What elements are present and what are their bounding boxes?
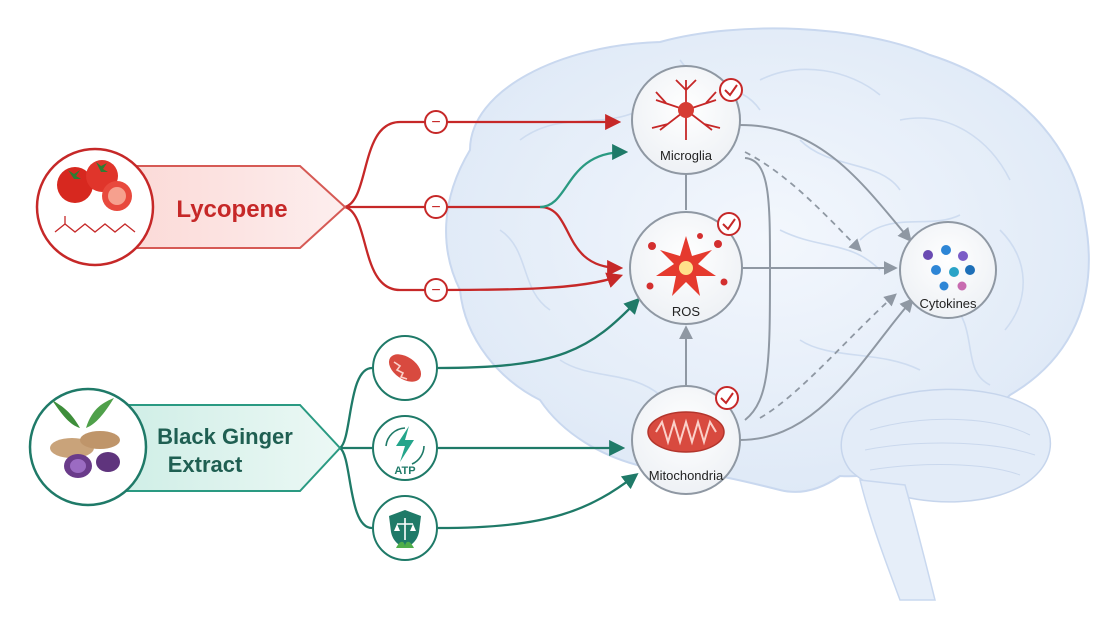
check-icon <box>715 386 739 410</box>
ginger-shield-node <box>372 495 438 561</box>
cytokines-node: Cytokines <box>899 221 997 319</box>
ros-label: ROS <box>672 304 701 319</box>
ginger-atp-node: ATP <box>372 415 438 481</box>
shield-balance-icon <box>389 510 421 548</box>
inhibit-marker: − <box>424 278 448 302</box>
black-ginger-label-line1: Black Ginger <box>157 424 293 449</box>
ginger-root-icon <box>50 398 120 478</box>
network-connectors <box>679 124 914 441</box>
mitochondrion-icon <box>647 411 725 453</box>
atp-label: ATP <box>394 465 415 477</box>
tomato-icon <box>54 160 136 233</box>
atp-energy-icon: ATP <box>385 426 425 477</box>
microglia-node: Microglia <box>631 65 743 175</box>
check-icon <box>719 78 743 102</box>
black-ginger-label-line2: Extract <box>168 452 243 477</box>
check-icon <box>717 212 741 236</box>
inhibit-marker: − <box>424 110 448 134</box>
svg-text:−: − <box>431 114 440 131</box>
cytokine-molecules-icon <box>923 245 975 291</box>
connector-loop <box>744 157 771 421</box>
cytokines-label: Cytokines <box>919 296 977 311</box>
mitochondria-node: Mitochondria <box>631 385 741 495</box>
mitochondrion-small-icon <box>388 354 422 382</box>
mitochondria-label: Mitochondria <box>649 468 724 483</box>
black-ginger-arrows <box>339 297 641 530</box>
lycopene-arrows <box>344 113 624 292</box>
lycopene-microglia-link <box>539 143 629 209</box>
ginger-mito-node <box>372 335 438 401</box>
microglia-nucleus <box>678 102 694 118</box>
lycopene-agent: Lycopene <box>35 147 347 267</box>
svg-text:−: − <box>431 282 440 299</box>
inhibit-markers: − − − <box>424 110 448 302</box>
dashed-connectors <box>744 151 897 419</box>
svg-text:−: − <box>431 199 440 216</box>
brain-background-icon <box>445 27 1090 601</box>
lycopene-label: Lycopene <box>176 196 287 223</box>
connector-microglia-cytokines <box>739 124 912 243</box>
connector-mitochondria-cytokines <box>739 297 914 441</box>
black-ginger-agent: Black Ginger Extract <box>28 387 342 507</box>
inhibit-marker: − <box>424 195 448 219</box>
ros-node: ROS <box>629 211 743 325</box>
reactive-oxygen-burst-icon <box>646 233 728 296</box>
microglia-label: Microglia <box>660 148 713 163</box>
